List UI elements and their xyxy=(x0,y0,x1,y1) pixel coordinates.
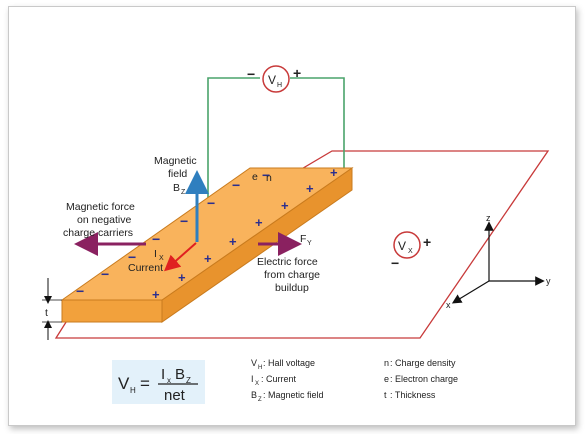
charge-plus: + xyxy=(152,287,160,302)
charge-plus: + xyxy=(255,215,263,230)
fy-label: F xyxy=(300,233,306,245)
electric-force-label-1: Electric force xyxy=(257,256,318,268)
legend-vh-sym: V xyxy=(251,358,257,368)
x-axis xyxy=(451,280,490,304)
thickness-label: t xyxy=(45,307,48,319)
eq-num-i: I xyxy=(161,366,165,383)
magnetic-field-label-2: field xyxy=(168,168,187,180)
legend-t-sym: t xyxy=(384,390,387,400)
vx-plus: + xyxy=(423,234,431,250)
ix-subscript: X xyxy=(159,255,164,262)
eq-den: net xyxy=(164,387,186,404)
charge-plus: + xyxy=(330,165,338,180)
magnetic-field-label-1: Magnetic xyxy=(154,155,197,167)
legend-n-text: : Charge density xyxy=(390,358,456,368)
charge-density-label: n xyxy=(266,172,272,184)
electron-label: e xyxy=(252,171,258,183)
charge-plus: + xyxy=(204,251,212,266)
charge-plus: + xyxy=(281,198,289,213)
legend-bz-sub: Z xyxy=(258,397,262,403)
vh-meter-sub: H xyxy=(277,82,282,89)
legend-n-sym: n xyxy=(384,358,389,368)
legend-ix-sub: X xyxy=(255,381,259,387)
charge-plus: + xyxy=(229,234,237,249)
charge-plus: + xyxy=(306,181,314,196)
vh-meter-letter: V xyxy=(268,73,276,87)
magnetic-force-label-3: charge carriers xyxy=(63,227,133,239)
legend-e-text: : Electron charge xyxy=(390,374,458,384)
magnetic-force-label-2: on negative xyxy=(77,214,131,226)
ix-label: I xyxy=(154,248,157,260)
eq-num-b: B xyxy=(175,366,185,383)
fy-subscript: Y xyxy=(307,240,312,247)
x-axis-label: x xyxy=(446,300,451,310)
z-axis-label: z xyxy=(486,213,491,223)
eq-lhs-sub: H xyxy=(130,386,136,395)
eq-lhs: V xyxy=(118,374,130,393)
charge-minus: − xyxy=(262,167,270,183)
charge-plus: + xyxy=(178,270,186,285)
hall-voltage-equation: V H = I x B Z net xyxy=(118,366,198,404)
eq-equals: = xyxy=(140,374,150,393)
charge-minus: − xyxy=(152,231,160,247)
hall-voltage-circuit-right xyxy=(290,77,345,174)
symbol-legend: V H : Hall voltage I X : Current B Z : M… xyxy=(251,358,458,403)
legend-e-sym: e xyxy=(384,374,389,384)
charge-minus: − xyxy=(101,266,109,282)
hall-voltmeter xyxy=(262,65,290,93)
electric-force-label-3: buildup xyxy=(275,282,309,294)
eq-num-b-sub: Z xyxy=(186,376,191,385)
legend-ix-text: : Current xyxy=(261,374,297,384)
vx-minus: − xyxy=(391,255,399,271)
vx-meter-sub: X xyxy=(408,248,413,255)
magnetic-force-label-1: Magnetic force xyxy=(66,201,135,213)
vh-minus: − xyxy=(247,66,255,82)
hall-voltage-circuit xyxy=(207,77,260,205)
current-voltmeter xyxy=(393,231,421,259)
legend-bz-text: : Magnetic field xyxy=(263,390,324,400)
slab-top-face xyxy=(60,167,354,301)
positive-charges: + + + + + + + + xyxy=(152,165,338,302)
charge-minus: − xyxy=(76,283,84,299)
legend-t-text: : Thickness xyxy=(390,390,436,400)
charge-minus: − xyxy=(180,213,188,229)
legend-bz-sym: B xyxy=(251,390,257,400)
y-axis-label: y xyxy=(546,276,551,286)
current-label: Current xyxy=(128,262,163,274)
slab-front-face xyxy=(61,299,163,323)
equation-background xyxy=(112,360,205,404)
charge-minus: − xyxy=(128,249,136,265)
eq-num-i-sub: x xyxy=(167,376,171,385)
vh-plus: + xyxy=(293,65,301,81)
vx-meter-letter: V xyxy=(398,239,406,253)
legend-vh-text: : Hall voltage xyxy=(263,358,315,368)
bz-subscript: Z xyxy=(181,189,186,196)
negative-charges: − − − − − − − − xyxy=(76,167,270,299)
charge-minus: − xyxy=(232,177,240,193)
current-arrow xyxy=(164,242,197,272)
legend-vh-sub: H xyxy=(258,365,262,371)
bz-label: B xyxy=(173,182,180,194)
legend-ix-sym: I xyxy=(251,374,254,384)
charge-minus: − xyxy=(207,195,215,211)
electric-force-label-2: from charge xyxy=(264,269,320,281)
